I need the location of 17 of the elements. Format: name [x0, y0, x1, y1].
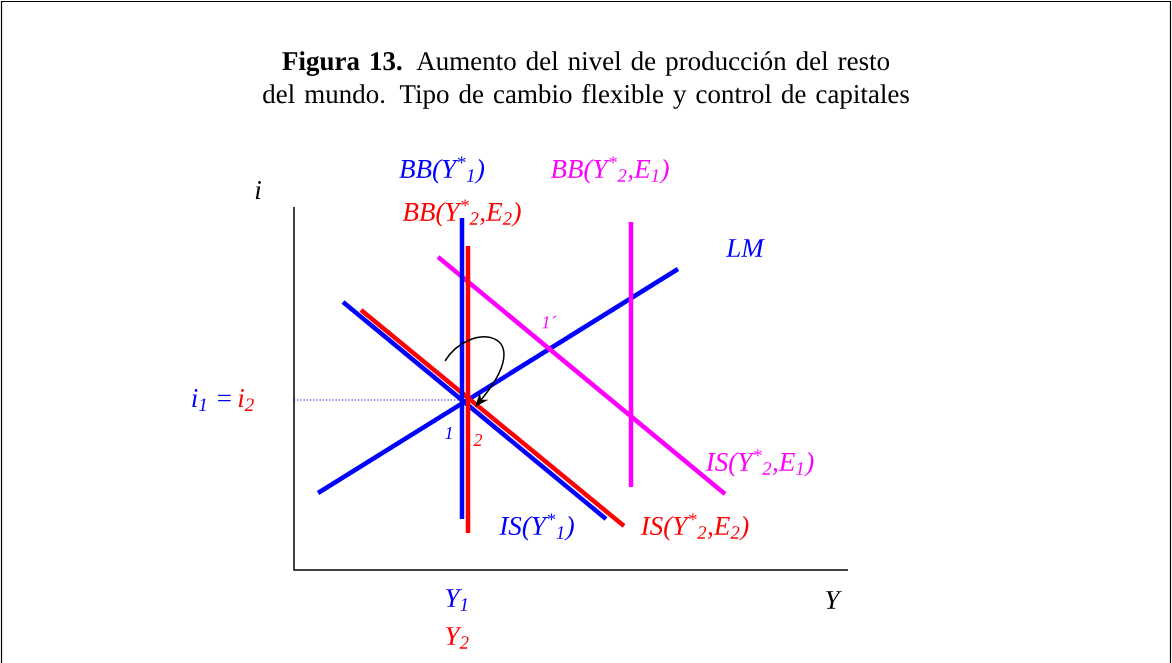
- curve-label: IS(Y$^{*}$$_{1}$): [499, 513, 574, 541]
- curve-label: BB(Y$^{*}$$_{2}$,E$_{2}$): [402, 199, 521, 227]
- rate-label: i$_{1}$ =: [192, 389, 231, 411]
- curve-label: BB(Y$^{*}$$_{2}$,E$_{1}$): [550, 156, 669, 184]
- axis-label: Y$_{1}$: [446, 589, 467, 611]
- curve-label: BB(Y$^{*}$$_{1}$): [399, 156, 485, 184]
- point-label: 1: [445, 427, 452, 439]
- rate-label: i$_{2}$: [238, 389, 254, 411]
- curve-label: IS(Y$^{*}$$_{2}$,E$_{1}$): [705, 449, 814, 477]
- point-label: 2: [473, 434, 483, 446]
- point-label: 1´: [542, 315, 557, 329]
- curve-label: LM: [725, 239, 765, 257]
- axis-label: Y: [826, 591, 842, 609]
- title: Figura 13. Aumento del nivel de producción del resto del mundo. Tipo de cambio flexible y control de capitales: [263, 51, 909, 109]
- axis-label: i: [255, 181, 261, 199]
- axis-label: Y$_{2}$: [446, 627, 469, 649]
- curve-label: IS(Y$^{*}$$_{2}$,E$_{2}$): [640, 513, 749, 541]
